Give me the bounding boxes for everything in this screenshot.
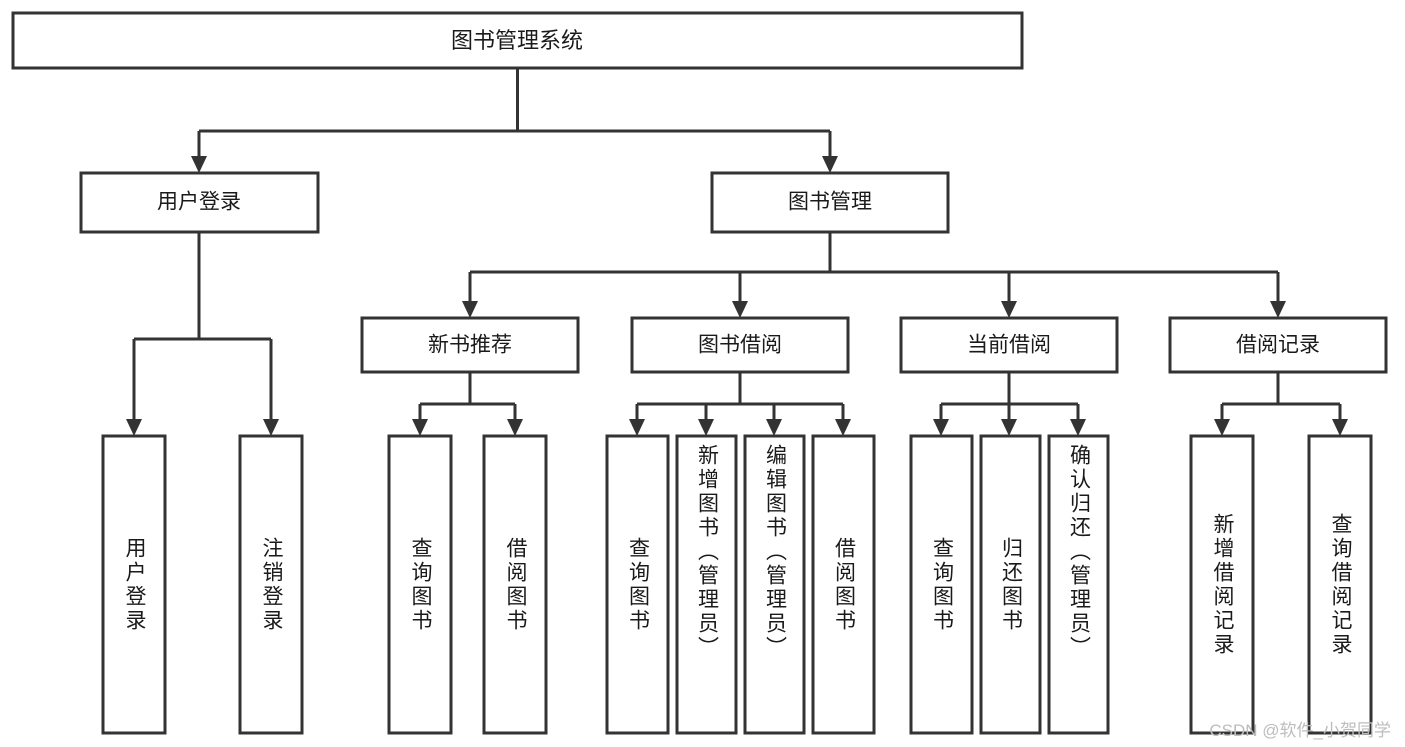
leaf-box-confirm-return-admin[interactable]: [1047, 434, 1110, 735]
arrow-root-to-user-login: [191, 156, 207, 173]
connector-group-book-mgmt: [462, 232, 1286, 318]
node-book-management-label: 图书管理: [788, 191, 872, 214]
node-book-management[interactable]: 图书管理: [710, 171, 950, 234]
node-new-book-recommend-label: 新书推荐: [428, 334, 512, 357]
leaf-box-edit-book-admin[interactable]: [743, 434, 806, 735]
node-book-borrow-box[interactable]: [630, 316, 850, 374]
node-user-login-box[interactable]: [79, 171, 320, 234]
leaf-group-new-book-recommend: [387, 434, 548, 735]
node-borrow-records-box[interactable]: [1168, 316, 1388, 374]
connector-group-root: [191, 68, 838, 173]
leaf-box-query-books-1[interactable]: [387, 434, 453, 735]
leaf-group-current-borrow: [909, 434, 1110, 735]
connector-group-new-book: [412, 372, 523, 436]
node-new-book-recommend-box[interactable]: [360, 316, 580, 374]
leaf-box-query-books-2[interactable]: [605, 434, 670, 735]
arrow-bookmgmt-c3: [1001, 301, 1017, 318]
node-current-borrow-box[interactable]: [899, 316, 1119, 374]
watermark: CSDN @软件_小贺同学: [1209, 721, 1391, 740]
arrow-currentborrow-l1: [933, 419, 949, 436]
node-book-management-box[interactable]: [710, 171, 950, 234]
leaf-box-return-books[interactable]: [979, 434, 1042, 735]
leaf-group-borrow-records: [1189, 434, 1373, 735]
arrow-bookmgmt-c4: [1270, 301, 1286, 318]
arrow-currentborrow-l3: [1070, 419, 1086, 436]
arrow-bookmgmt-c2: [732, 301, 748, 318]
leaf-box-user-login[interactable]: [101, 434, 167, 735]
node-root[interactable]: 图书管理系统: [11, 11, 1024, 70]
arrow-bookmgmt-c1: [462, 301, 478, 318]
arrow-newbook-l2: [507, 419, 523, 436]
arrow-bookborrow-l3: [766, 419, 782, 436]
arrow-root-to-book-mgmt: [822, 156, 838, 173]
arrow-borrowrecords-l1: [1214, 419, 1230, 436]
leaf-box-borrow-books-1[interactable]: [482, 434, 548, 735]
node-borrow-records-label: 借阅记录: [1236, 334, 1320, 357]
connector-group-borrow-records: [1214, 372, 1348, 436]
leaf-box-borrow-books-2[interactable]: [811, 434, 876, 735]
node-borrow-records[interactable]: 借阅记录: [1168, 316, 1388, 374]
arrow-userlogin-l2: [263, 419, 279, 436]
leaf-box-add-book-admin[interactable]: [675, 434, 738, 735]
node-root-box[interactable]: [11, 11, 1024, 70]
node-current-borrow-label: 当前借阅: [967, 334, 1051, 357]
connector-group-user-login: [126, 232, 279, 436]
connector-group-book-borrow: [629, 372, 851, 436]
node-user-login-label: 用户登录: [157, 191, 241, 214]
arrow-newbook-l1: [412, 419, 428, 436]
leaf-box-query-borrow-record[interactable]: [1307, 434, 1373, 735]
node-user-login[interactable]: 用户登录: [79, 171, 320, 234]
arrow-bookborrow-l2: [698, 419, 714, 436]
node-new-book-recommend[interactable]: 新书推荐: [360, 316, 580, 374]
node-root-label: 图书管理系统: [451, 28, 583, 53]
connector-group-current-borrow: [933, 372, 1086, 436]
leaf-group-user-login: [101, 434, 304, 735]
leaf-box-add-borrow-record[interactable]: [1189, 434, 1255, 735]
arrow-bookborrow-l1: [629, 419, 645, 436]
leaf-box-logout[interactable]: [238, 434, 304, 735]
node-book-borrow[interactable]: 图书借阅: [630, 316, 850, 374]
node-current-borrow[interactable]: 当前借阅: [899, 316, 1119, 374]
node-book-borrow-label: 图书借阅: [698, 334, 782, 357]
arrow-userlogin-l1: [126, 419, 142, 436]
leaf-box-query-books-3[interactable]: [909, 434, 974, 735]
arrow-borrowrecords-l2: [1332, 419, 1348, 436]
arrow-bookborrow-l4: [835, 419, 851, 436]
arrow-currentborrow-l2: [1001, 419, 1017, 436]
leaf-group-book-borrow: [605, 434, 876, 735]
